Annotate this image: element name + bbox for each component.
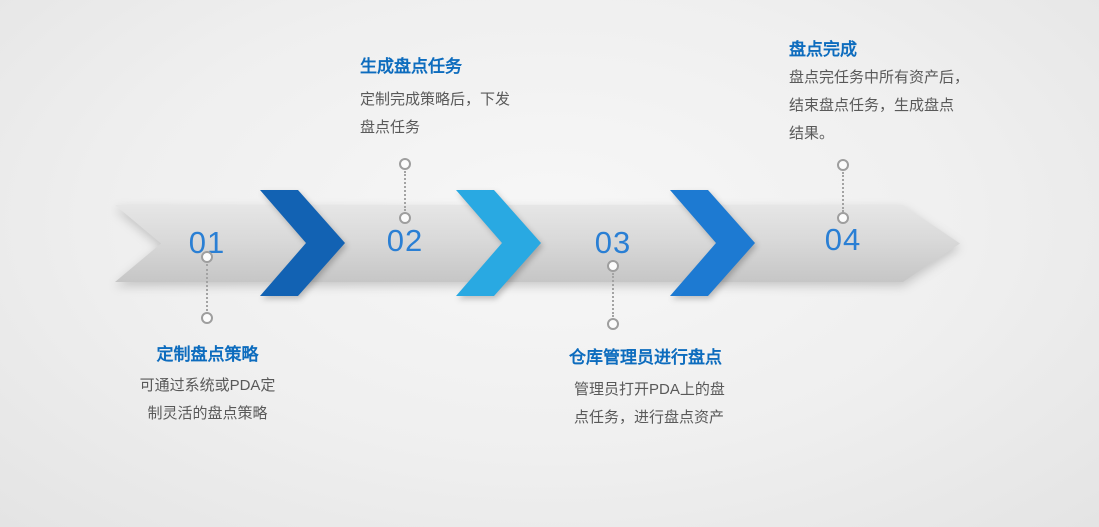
step4-line2: 结束盘点任务，生成盘点 — [789, 97, 955, 114]
connector-dot-icon — [399, 158, 411, 170]
connector-line-step3 — [612, 273, 614, 317]
connector-dot-icon — [837, 159, 849, 171]
step-number-04: 04 — [824, 222, 862, 257]
step3-description: 管理员打开PDA上的盘 点任务，进行盘点资产 — [574, 376, 774, 432]
connector-line-step4 — [842, 172, 844, 212]
step4-line3: 结果。 — [789, 125, 835, 142]
step4-title: 盘点完成 — [789, 40, 857, 59]
step-number-03: 03 — [594, 225, 632, 260]
step2-line1: 定制完成策略后，下发 — [360, 91, 511, 108]
connector-dot-icon — [399, 212, 411, 224]
step3-title: 仓库管理员进行盘点 — [569, 348, 722, 367]
step4-description: 盘点完任务中所有资产后， 结束盘点任务，生成盘点 结果。 — [789, 64, 1009, 148]
step2-description: 定制完成策略后，下发 盘点任务 — [360, 86, 540, 142]
step2-line2: 盘点任务 — [360, 119, 421, 136]
chevron-arrow-3-icon — [670, 190, 755, 296]
step1-title: 定制盘点策略 — [156, 345, 259, 364]
step2-title: 生成盘点任务 — [360, 57, 462, 76]
connector-dot-icon — [837, 212, 849, 224]
chevron-arrow-1-icon — [260, 190, 345, 296]
step3-line2: 点任务，进行盘点资产 — [574, 409, 725, 426]
connector-line-step1 — [206, 264, 208, 311]
step4-line1: 盘点完任务中所有资产后， — [789, 69, 970, 86]
connector-dot-icon — [607, 260, 619, 272]
step1-line1: 可通过系统或PDA定 — [139, 377, 276, 394]
connector-dot-icon — [201, 251, 213, 263]
step1-line2: 制灵活的盘点策略 — [147, 405, 268, 422]
step1-description: 可通过系统或PDA定 制灵活的盘点策略 — [110, 372, 305, 428]
connector-dot-icon — [607, 318, 619, 330]
step3-line1: 管理员打开PDA上的盘 — [574, 381, 725, 398]
chevron-arrow-2-icon — [456, 190, 541, 296]
connector-dot-icon — [201, 312, 213, 324]
step-number-02: 02 — [386, 223, 424, 258]
connector-line-step2 — [404, 171, 406, 211]
